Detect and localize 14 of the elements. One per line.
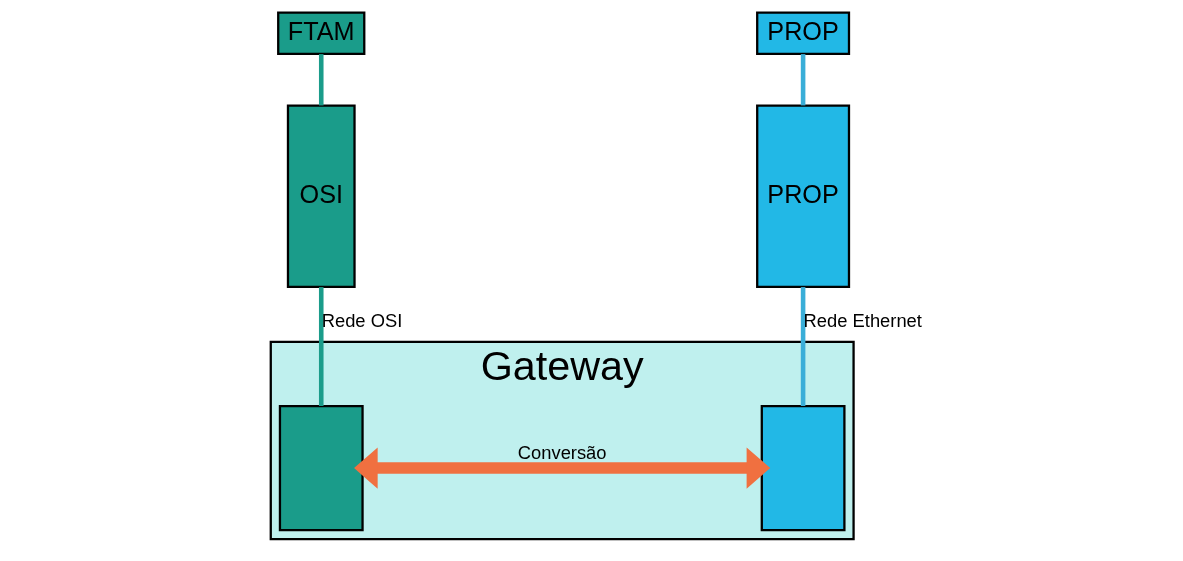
node-box: FTAM	[276, 11, 365, 56]
node-box: OSI	[286, 104, 356, 288]
connector	[318, 287, 324, 406]
edge-label: Rede Ethernet	[803, 309, 922, 331]
arrow	[353, 447, 770, 489]
node-box: PROP	[755, 11, 850, 56]
connector	[800, 287, 805, 406]
node-box: PROP	[755, 104, 850, 288]
node-box	[760, 405, 846, 532]
edge-label: Rede OSI	[321, 309, 402, 331]
connector	[318, 54, 324, 106]
edge-label: Conversão	[517, 441, 607, 463]
connector	[800, 54, 805, 106]
node-box	[278, 405, 364, 532]
